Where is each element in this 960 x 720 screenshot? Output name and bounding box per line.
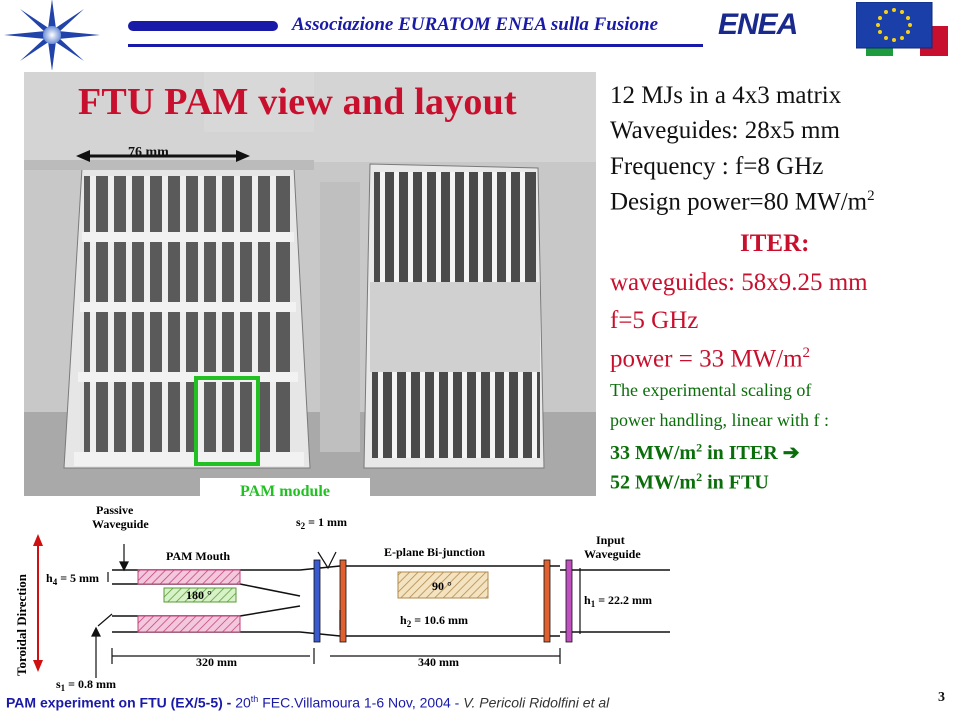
scaling-line-4: 52 MW/m2 in FTU xyxy=(610,470,769,494)
passive-waveguide-label: Waveguide xyxy=(92,517,149,531)
pam-module-label: PAM module xyxy=(200,478,370,506)
iter-line-1: waveguides: 58x9.25 mm xyxy=(610,269,868,296)
pam-mouth-label: PAM Mouth xyxy=(166,549,230,563)
dimension-label: 76 mm xyxy=(128,145,169,160)
scaling-line-1: The experimental scaling of xyxy=(610,380,812,400)
passive-label: Passive xyxy=(96,506,134,517)
length-340-label: 340 mm xyxy=(418,655,459,669)
enea-logo: ENEA xyxy=(718,8,798,41)
slide-title: FTU PAM view and layout xyxy=(78,81,517,123)
arrow-right-icon: ➔ xyxy=(782,442,800,464)
header-accent-bar xyxy=(128,21,278,31)
input-label: Input xyxy=(596,533,625,547)
star-logo-icon xyxy=(2,0,102,71)
angle-180-label: 180 ° xyxy=(186,588,212,602)
scaling-line-3: 33 MW/m2 in ITER ➔ xyxy=(610,440,800,464)
header-underline xyxy=(128,44,703,47)
eu-flag-icon xyxy=(855,1,948,56)
toroidal-label: Toroidal Direction xyxy=(14,573,29,676)
spec-line-4: Design power=80 MW/m2 xyxy=(610,188,875,216)
iter-line-3: power = 33 MW/m2 xyxy=(610,345,811,373)
bijunction-label: E-plane Bi-junction xyxy=(384,545,485,559)
angle-90-label: 90 ° xyxy=(432,579,452,593)
pam-layout-diagram: Toroidal Direction xyxy=(0,503,700,693)
page-number: 3 xyxy=(938,690,945,705)
s2-label: s2 = 1 mm xyxy=(296,515,347,531)
footer-citation: PAM experiment on FTU (EX/5-5) - 20th FE… xyxy=(6,694,610,711)
s1-label: s1 = 0.8 mm xyxy=(56,677,116,692)
iter-heading: ITER: xyxy=(740,230,810,257)
spec-line-2: Waveguides: 28x5 mm xyxy=(610,117,840,144)
scaling-line-2: power handling, linear with f : xyxy=(610,410,829,430)
length-320-label: 320 mm xyxy=(196,655,237,669)
pam-photo xyxy=(24,72,596,496)
spec-line-3: Frequency : f=8 GHz xyxy=(610,153,824,180)
h1-label: h1 = 22.2 mm xyxy=(584,593,652,609)
header-title: Associazione EURATOM ENEA sulla Fusione xyxy=(292,14,659,35)
h4-label: h4 = 5 mm xyxy=(46,571,99,587)
h2-label: h2 = 10.6 mm xyxy=(400,613,468,629)
spec-line-1: 12 MJs in a 4x3 matrix xyxy=(610,82,842,109)
input-waveguide-label: Waveguide xyxy=(584,547,641,561)
iter-line-2: f=5 GHz xyxy=(610,307,699,334)
